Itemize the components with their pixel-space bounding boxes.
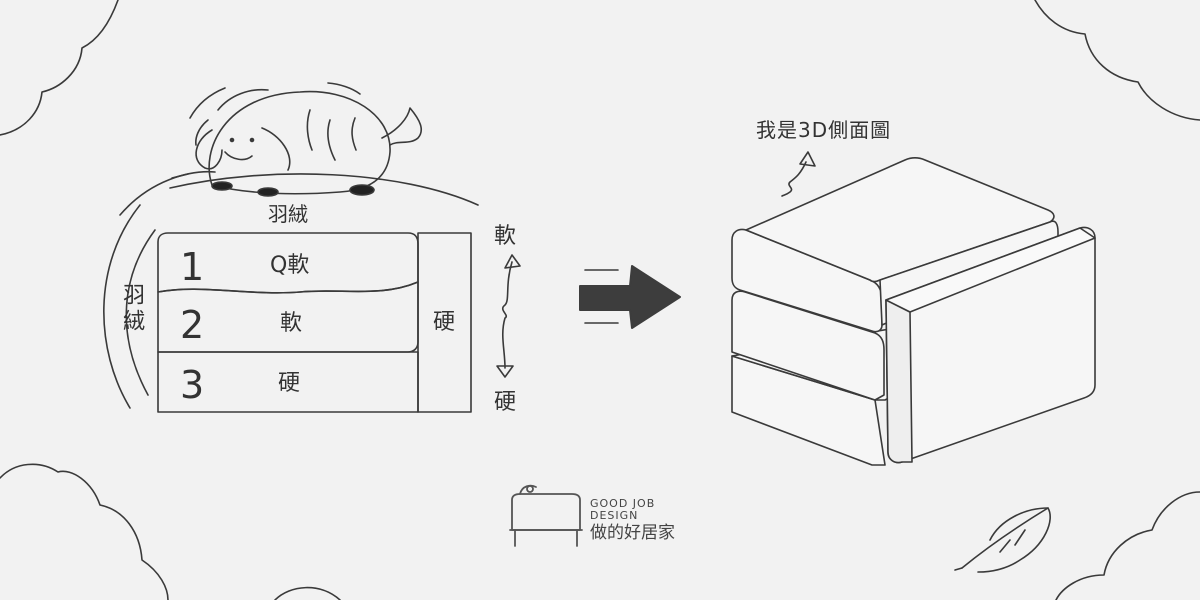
scale-line — [501, 261, 513, 369]
diagram-3d-caption: 我是3D側面圖 — [756, 118, 892, 142]
outer-curve — [103, 204, 141, 409]
cushion-3d-middle-layer — [731, 290, 885, 401]
cushion-3d-drawing — [731, 156, 1096, 466]
scale-soft-label: 軟 — [494, 224, 517, 249]
scale-arrow-up — [504, 254, 521, 269]
cushion-3d-top-face — [745, 156, 1055, 283]
layer-3-label: 硬 — [278, 371, 301, 396]
cloud-bottom-left — [0, 463, 169, 600]
cloud-top-right — [1034, 0, 1200, 121]
layer-2-box — [157, 281, 419, 353]
inner-curve — [125, 229, 156, 396]
cushion-3d-side-front — [885, 299, 913, 464]
layer-2-label: 軟 — [280, 311, 303, 336]
cloud-top-left — [0, 0, 119, 136]
caption-arrow-head — [799, 151, 816, 167]
layer-2-number: 2 — [180, 303, 205, 347]
cushion-3d-side-top — [885, 227, 1096, 313]
side-down-label: 羽絨 — [119, 283, 144, 335]
layer-3-number: 3 — [180, 363, 205, 407]
layer-1-number: 1 — [180, 245, 205, 289]
logo-line3: 做的好居家 — [590, 523, 675, 543]
logo-line2: DESIGN — [590, 509, 639, 522]
top-cushion-line-2 — [119, 170, 216, 216]
scale-hard-label: 硬 — [494, 390, 517, 415]
cloud-bottom-right — [1055, 491, 1200, 600]
feather-icon — [954, 507, 1051, 573]
logo-sofa-icon — [509, 484, 583, 547]
caption-arrow-line — [781, 161, 807, 197]
top-dash — [171, 173, 189, 179]
big-arrow — [579, 265, 681, 329]
cloud-bottom-center — [274, 586, 341, 600]
logo-line1: GOOD JOB — [590, 497, 656, 510]
top-down-label: 羽絨 — [268, 202, 308, 226]
hard-side-box — [417, 232, 472, 413]
dog-drawing — [189, 82, 422, 197]
scale-arrow-down — [496, 365, 514, 378]
hard-side-label: 硬 — [433, 310, 456, 335]
layer-1-label: Q軟 — [270, 253, 310, 278]
